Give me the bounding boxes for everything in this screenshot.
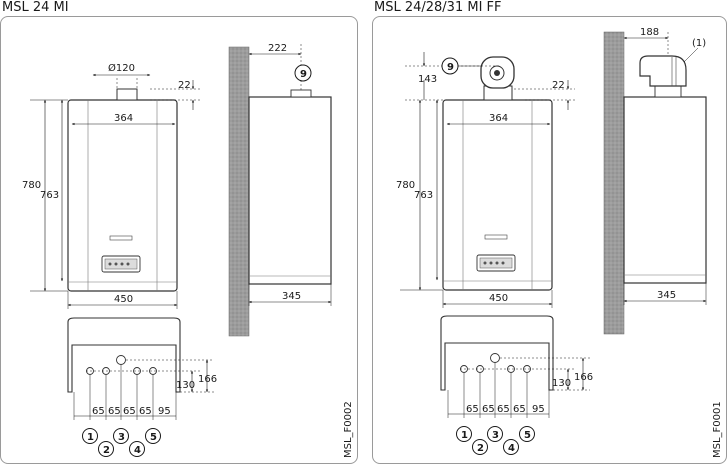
right-bottom-view: 130 166 65 65 65 65 95 1 2 3 4 5 [440, 315, 593, 455]
right-connection-5: 5 [524, 430, 531, 441]
right-height-total: 780 [396, 180, 415, 191]
right-spacing-2: 65 [482, 404, 495, 415]
left-connection-3: 3 [118, 432, 125, 443]
right-side-view: 188 (1) 345 [603, 27, 707, 335]
left-panel-title: MSL 24 MI [2, 0, 69, 15]
right-pipe-height: 130 [552, 378, 571, 389]
right-spacing-4: 65 [513, 404, 526, 415]
right-connection-1: 1 [461, 430, 468, 441]
left-side-view: 222 9 345 [228, 43, 332, 337]
left-front-dimensions: Ø120 22 364 780 763 450 [22, 62, 200, 309]
left-top-offset: 22 [178, 80, 191, 91]
left-boiler-front [67, 88, 178, 292]
left-spacing-1: 65 [92, 406, 105, 417]
right-connection-3: 3 [492, 430, 499, 441]
left-flue-diameter: Ø120 [108, 62, 135, 74]
left-bottom-view: 130 166 65 65 65 65 95 1 2 3 4 5 [67, 317, 217, 457]
left-spacing-4: 65 [139, 406, 152, 417]
right-top-offset: 22 [552, 80, 565, 91]
left-flue-callout: 9 [300, 69, 307, 80]
left-depth: 345 [282, 291, 301, 302]
right-spacing-1: 65 [466, 404, 479, 415]
right-width-inner: 364 [489, 113, 508, 124]
right-connection-callouts: 1 2 3 4 5 [456, 426, 535, 455]
left-spacing-2: 65 [108, 406, 121, 417]
left-connection-1: 1 [87, 432, 94, 443]
right-spacing-3: 65 [497, 404, 510, 415]
left-width-inner: 364 [114, 113, 133, 124]
left-height-body: 763 [40, 190, 59, 201]
right-pipe-height-outer: 166 [574, 372, 593, 383]
right-flue-callout: 9 [447, 62, 454, 73]
right-wall-offset: 188 [640, 27, 659, 38]
right-width-total: 450 [489, 293, 508, 304]
right-depth: 345 [657, 290, 676, 301]
right-boiler-front [442, 56, 553, 291]
left-pipe-height: 130 [176, 380, 195, 391]
left-spacing-3: 65 [123, 406, 136, 417]
left-connection-2: 2 [103, 445, 110, 456]
right-panel-title: MSL 24/28/31 MI FF [374, 0, 502, 15]
left-spacing-5: 95 [158, 406, 171, 417]
right-note-callout: (1) [692, 38, 706, 49]
right-flue-height: 143 [418, 74, 437, 85]
right-height-body: 763 [414, 190, 433, 201]
left-width-total: 450 [114, 294, 133, 305]
right-front-dimensions: 143 9 22 364 780 763 450 [396, 52, 575, 308]
right-connection-2: 2 [477, 443, 484, 454]
right-drawing-code: MSL_F0001 [712, 401, 723, 458]
left-drawing-code: MSL_F0002 [343, 401, 354, 458]
left-connection-callouts: 1 2 3 4 5 [82, 428, 161, 457]
left-height-total: 780 [22, 180, 41, 191]
right-connection-4: 4 [508, 443, 515, 454]
left-connection-4: 4 [134, 445, 141, 456]
left-connection-5: 5 [150, 432, 157, 443]
right-spacing-5: 95 [532, 404, 545, 415]
left-wall-offset: 222 [268, 43, 287, 54]
left-pipe-height-outer: 166 [198, 374, 217, 385]
